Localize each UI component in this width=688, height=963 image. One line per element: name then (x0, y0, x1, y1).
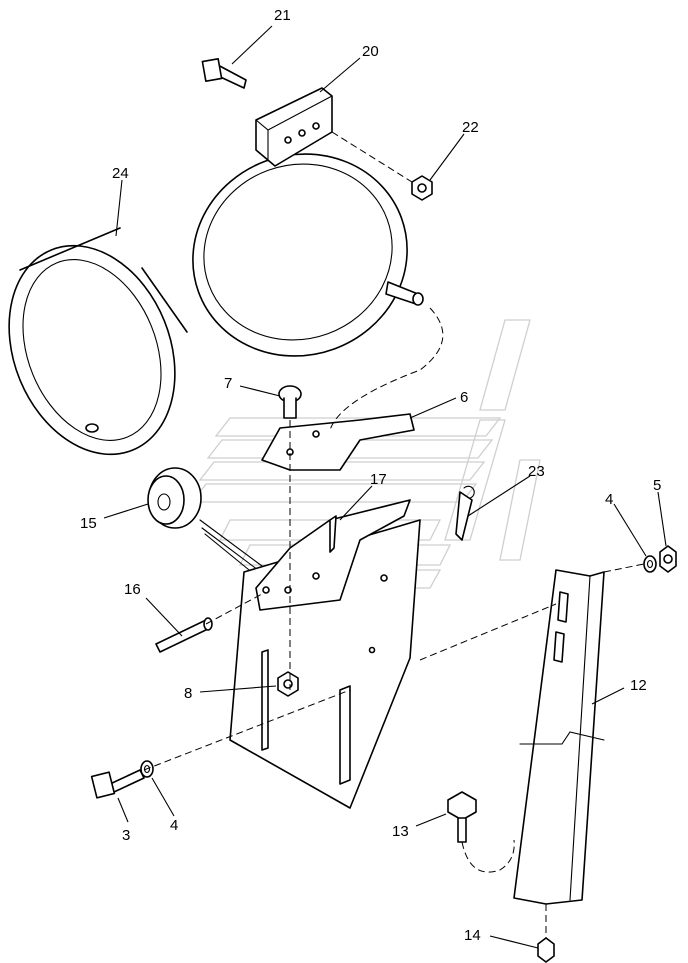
pin-16 (155, 617, 213, 653)
nut-8 (277, 671, 299, 697)
callout-4-upper: 4 (605, 491, 613, 508)
callout-20: 20 (362, 43, 379, 60)
callout-23: 23 (528, 463, 545, 480)
callout-labels: 21 20 22 24 7 6 17 23 4 5 15 16 12 8 3 4… (80, 7, 661, 944)
callout-22: 22 (462, 119, 479, 136)
bolt-13 (447, 791, 477, 843)
callout-5: 5 (653, 477, 661, 494)
clip-23 (455, 485, 475, 541)
screw-7 (278, 385, 302, 419)
callout-21: 21 (274, 7, 291, 24)
bar-12 (513, 569, 605, 905)
callout-14: 14 (464, 927, 481, 944)
cotter-17 (329, 515, 337, 553)
washer-4-upper (643, 555, 657, 573)
callout-15: 15 (80, 515, 97, 532)
callout-16: 16 (124, 581, 141, 598)
callout-24: 24 (112, 165, 129, 182)
assembly-lines (143, 131, 645, 938)
band-ring-24 (8, 227, 188, 456)
bolt-21 (201, 57, 247, 89)
callout-7: 7 (224, 375, 232, 392)
callout-4-lower: 4 (170, 817, 178, 834)
callout-13: 13 (392, 823, 409, 840)
clamp-ring-20 (192, 87, 424, 357)
leader-lines (103, 25, 667, 949)
callout-12: 12 (630, 677, 647, 694)
callout-17: 17 (370, 471, 387, 488)
plate-6 (261, 413, 415, 471)
nut-5 (659, 545, 677, 573)
nut-22 (411, 175, 433, 201)
callout-8: 8 (184, 685, 192, 702)
pulley-15 (147, 467, 263, 575)
callout-3: 3 (122, 827, 130, 844)
bracket-main (229, 499, 421, 809)
bolt-3 (90, 769, 145, 799)
callout-6: 6 (460, 389, 468, 406)
nut-14 (537, 937, 555, 963)
